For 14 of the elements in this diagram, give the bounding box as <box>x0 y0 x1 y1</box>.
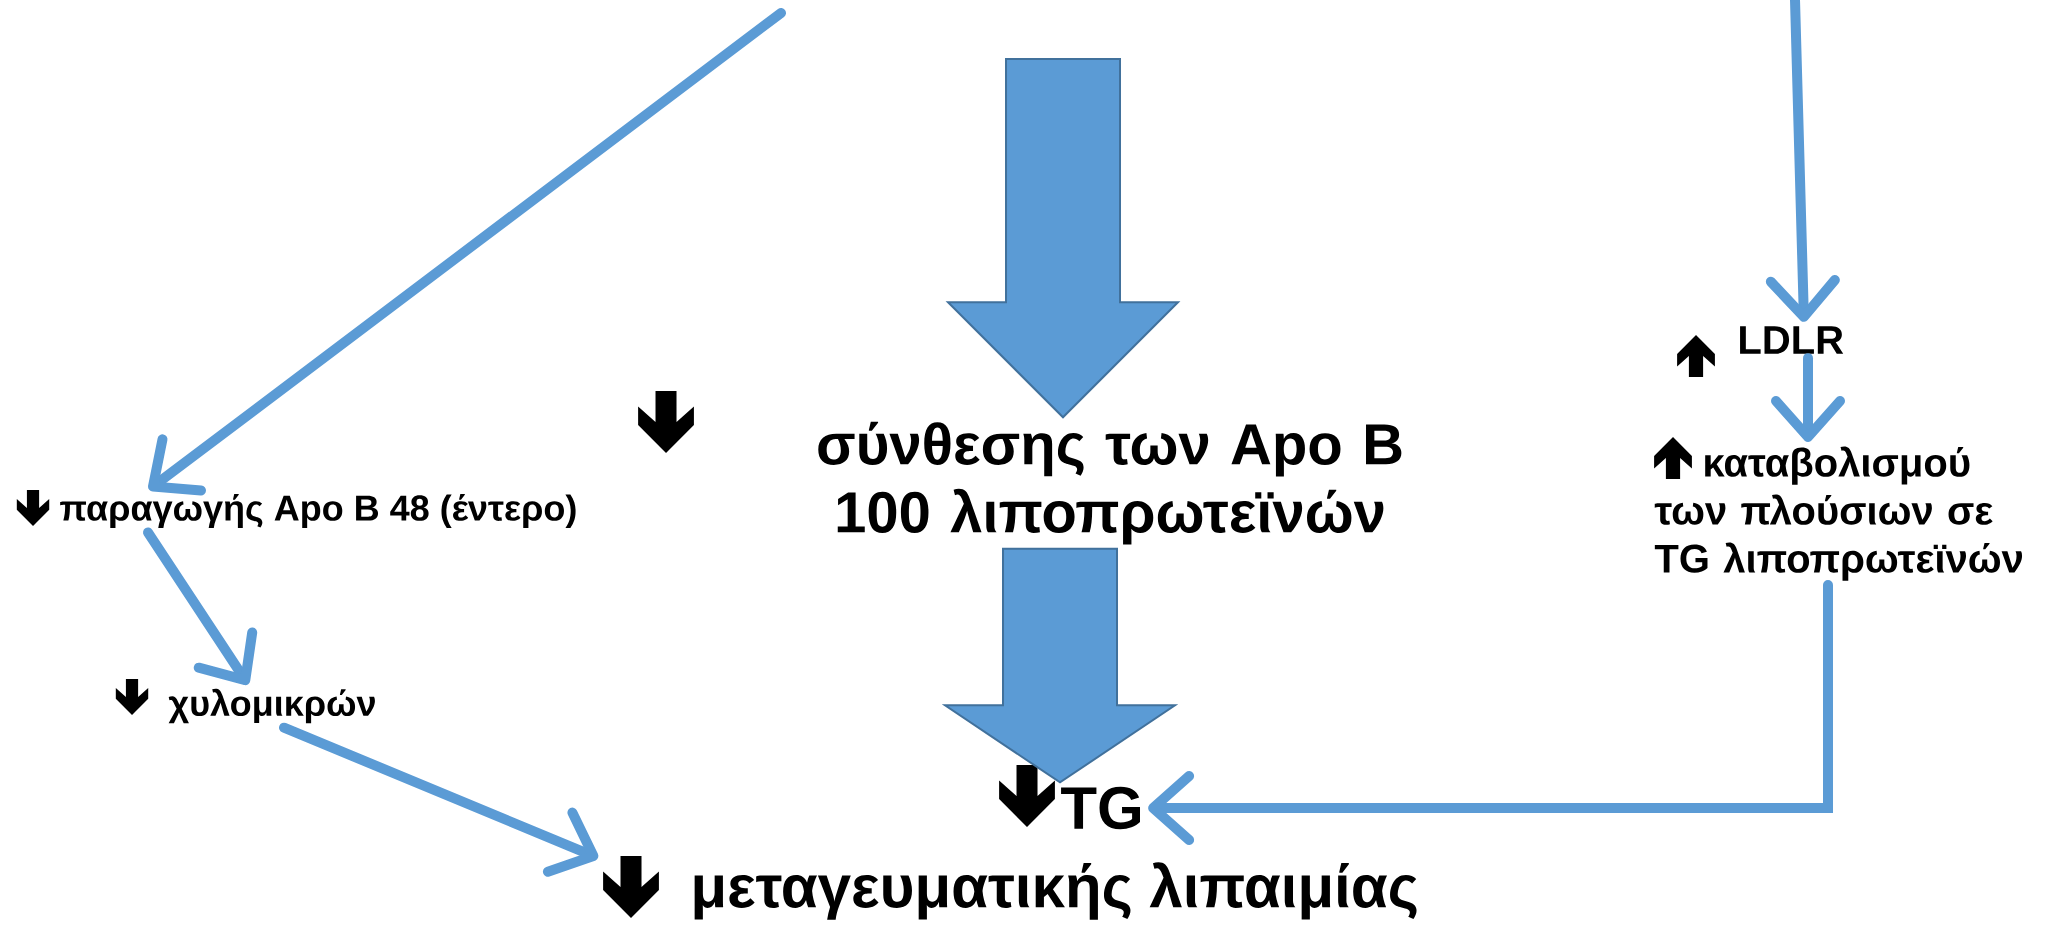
text-label: χυλομικρών <box>168 688 375 724</box>
block-arrow <box>945 58 1181 419</box>
arrow <box>1148 580 1833 845</box>
text-label: παραγωγής Apo B 48 (έντερο) <box>60 494 576 528</box>
text-label: TG <box>1061 786 1140 830</box>
text-label: καταβολισμού των πλούσιων σε TG λιποπρωτεϊνών <box>1654 446 2023 581</box>
block-arrow <box>941 547 1179 784</box>
arrow <box>1765 0 1840 322</box>
arrow <box>148 8 786 496</box>
text-label: LDLR <box>1740 326 1844 354</box>
text-label: σύνθεσης των Apo B 100 λιποπρωτεϊνών <box>818 421 1402 545</box>
text-label: μεταγευματικής λιπαιμίας <box>694 862 1417 920</box>
arrow <box>143 527 258 686</box>
arrow <box>279 722 599 877</box>
